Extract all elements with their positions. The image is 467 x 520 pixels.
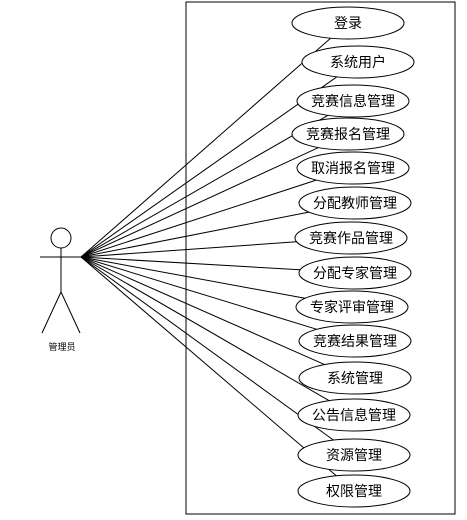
use-case-label: 资源管理 bbox=[326, 448, 382, 464]
actor-label: 管理员 bbox=[48, 341, 75, 353]
use-case-ellipse bbox=[291, 117, 405, 151]
actor-left-leg bbox=[41, 291, 62, 334]
association-line bbox=[80, 256, 306, 299]
use-case-label: 系统管理 bbox=[327, 371, 383, 387]
use-case-ellipse bbox=[296, 84, 410, 118]
use-case-ellipse bbox=[291, 6, 405, 40]
use-case-label: 分配教师管理 bbox=[313, 196, 397, 212]
use-case[interactable]: 系统管理 bbox=[298, 361, 412, 395]
use-case-ellipse bbox=[298, 324, 412, 358]
actor-right-leg bbox=[60, 291, 81, 334]
use-case-label: 分配专家管理 bbox=[313, 265, 397, 282]
actor-head bbox=[50, 227, 72, 249]
use-case[interactable]: 公告信息管理 bbox=[297, 398, 411, 432]
use-case[interactable]: 取消报名管理 bbox=[296, 151, 410, 185]
use-case[interactable]: 竞赛信息管理 bbox=[296, 84, 410, 118]
use-case-ellipse bbox=[298, 361, 412, 395]
use-case-ellipse bbox=[294, 221, 408, 255]
use-case[interactable]: 专家评审管理 bbox=[295, 290, 409, 324]
use-cases: 登录系统用户竞赛信息管理竞赛报名管理取消报名管理分配教师管理竞赛作品管理分配专家… bbox=[291, 6, 415, 508]
association-line bbox=[80, 37, 331, 258]
association-line bbox=[80, 256, 301, 271]
use-case[interactable]: 登录 bbox=[291, 6, 405, 40]
association-line bbox=[80, 241, 297, 258]
association-line bbox=[80, 256, 325, 366]
association-line bbox=[80, 211, 309, 258]
use-case-ellipse bbox=[296, 151, 410, 185]
use-case[interactable]: 竞赛报名管理 bbox=[291, 117, 405, 151]
association-line bbox=[80, 114, 329, 258]
association-line bbox=[80, 147, 319, 258]
association-line bbox=[80, 256, 334, 441]
use-case-label: 竞赛作品管理 bbox=[309, 230, 393, 247]
use-case-ellipse bbox=[295, 290, 409, 324]
association-line bbox=[80, 256, 330, 402]
use-case-label: 权限管理 bbox=[326, 484, 382, 500]
use-case-ellipse bbox=[297, 474, 411, 508]
use-case-ellipse bbox=[298, 186, 412, 220]
use-case[interactable]: 资源管理 bbox=[297, 438, 411, 472]
use-case-label: 取消报名管理 bbox=[311, 161, 395, 177]
association-line bbox=[80, 76, 338, 258]
system-boundary bbox=[185, 1, 456, 515]
use-case-ellipse bbox=[297, 438, 411, 472]
association-line bbox=[80, 256, 317, 330]
use-case[interactable]: 分配专家管理 bbox=[298, 256, 412, 290]
use-case[interactable]: 系统用户 bbox=[301, 45, 415, 79]
use-case-label: 竞赛结果管理 bbox=[313, 333, 397, 350]
actor-figure bbox=[40, 227, 82, 334]
use-case-ellipse bbox=[297, 398, 411, 432]
use-case-label: 系统用户 bbox=[330, 54, 386, 71]
use-case[interactable]: 分配教师管理 bbox=[298, 186, 412, 220]
association-lines bbox=[80, 37, 338, 477]
association-line bbox=[80, 256, 337, 477]
use-case[interactable]: 竞赛作品管理 bbox=[294, 221, 408, 255]
use-case-ellipse bbox=[301, 45, 415, 79]
association-line bbox=[80, 179, 317, 258]
use-case-label: 专家评审管理 bbox=[310, 299, 394, 316]
use-case-ellipse bbox=[298, 256, 412, 290]
use-case[interactable]: 竞赛结果管理 bbox=[298, 324, 412, 358]
use-case-label: 竞赛报名管理 bbox=[306, 126, 390, 143]
use-case-label: 公告信息管理 bbox=[312, 407, 396, 424]
use-case-label: 登录 bbox=[334, 16, 362, 32]
use-case[interactable]: 权限管理 bbox=[297, 474, 411, 508]
use-case-label: 竞赛信息管理 bbox=[311, 93, 395, 110]
